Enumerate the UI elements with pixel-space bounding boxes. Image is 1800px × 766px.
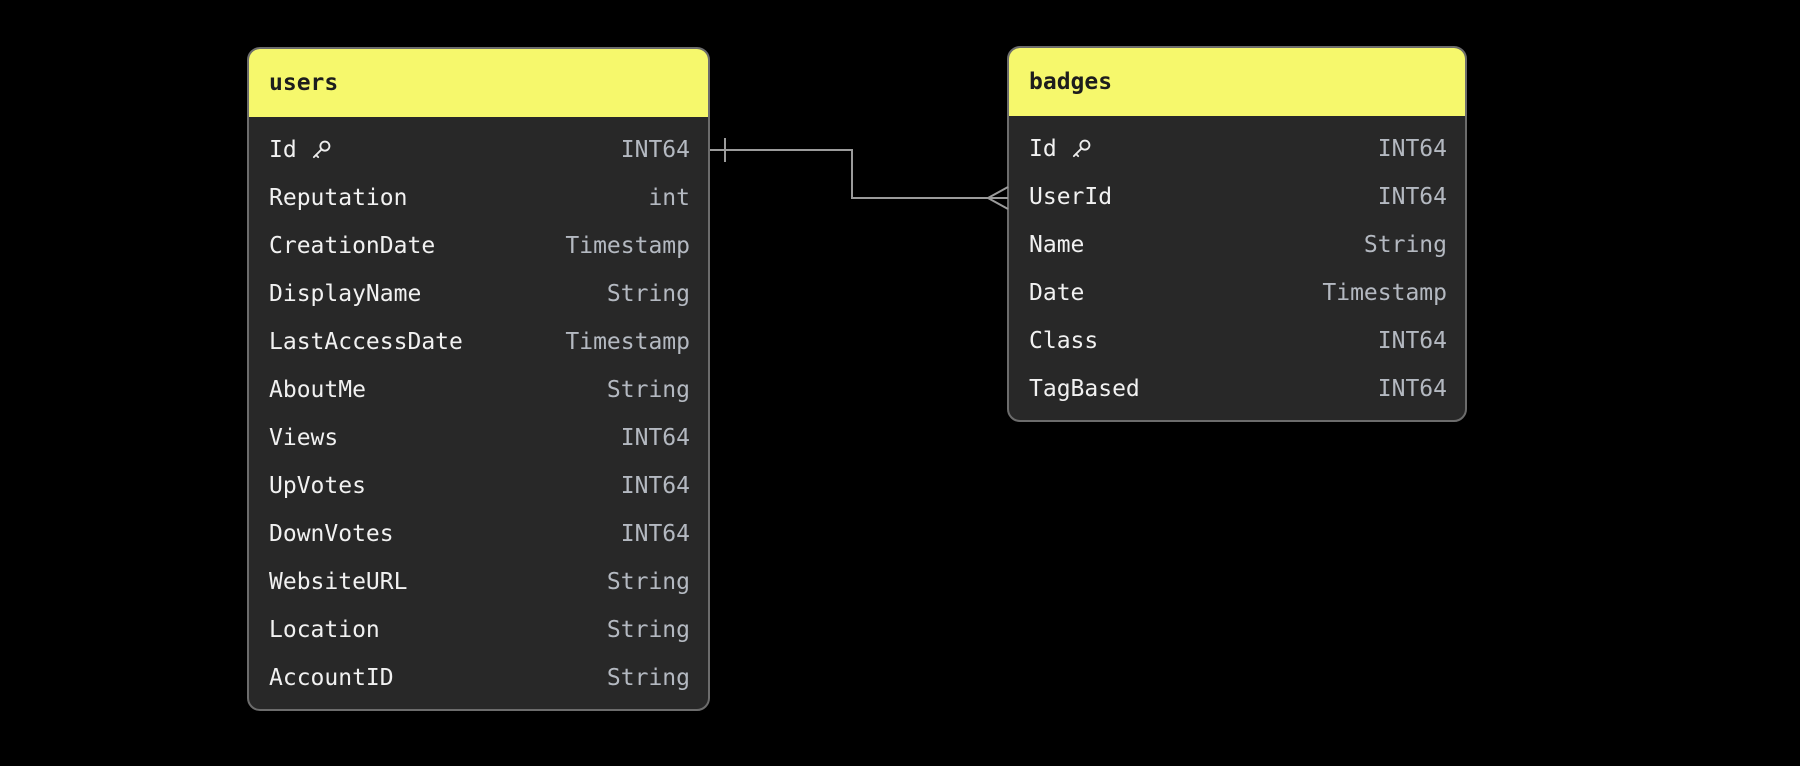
field-row[interactable]: DownVotes INT64 xyxy=(249,510,708,558)
field-row[interactable]: Reputation int xyxy=(249,174,708,222)
field-row[interactable]: TagBased INT64 xyxy=(1009,365,1465,413)
field-name: Name xyxy=(1029,232,1085,258)
field-name: CreationDate xyxy=(269,233,436,259)
field-type: int xyxy=(648,185,690,211)
field-name-wrap: CreationDate xyxy=(269,233,435,259)
field-name-wrap: LastAccessDate xyxy=(269,329,463,355)
field-name-wrap: Class xyxy=(1029,328,1098,354)
field-name: UserId xyxy=(1029,184,1113,210)
field-name-wrap: Reputation xyxy=(269,185,407,211)
field-type: INT64 xyxy=(620,521,690,547)
table-fields: Id INT64 Reputation int CreationDate Tim… xyxy=(249,117,708,709)
field-name: DisplayName xyxy=(269,281,422,307)
field-row[interactable]: CreationDate Timestamp xyxy=(249,222,708,270)
field-name: Location xyxy=(269,617,380,643)
field-name-wrap: Views xyxy=(269,425,338,451)
field-name: Class xyxy=(1029,328,1099,354)
table-title: badges xyxy=(1029,69,1113,95)
field-name: AccountID xyxy=(269,665,394,691)
table-fields: Id INT64 UserId INT64 Name String Date T… xyxy=(1009,116,1465,420)
field-row[interactable]: DisplayName String xyxy=(249,270,708,318)
field-name: WebsiteURL xyxy=(269,569,408,595)
field-name-wrap: Id xyxy=(269,137,334,163)
field-name: Views xyxy=(269,425,339,451)
field-row[interactable]: Class INT64 xyxy=(1009,317,1465,365)
field-type: INT64 xyxy=(1377,136,1447,162)
field-type: String xyxy=(606,665,690,691)
field-type: String xyxy=(606,281,690,307)
field-row[interactable]: UserId INT64 xyxy=(1009,173,1465,221)
field-type: INT64 xyxy=(620,473,690,499)
field-name: DownVotes xyxy=(269,521,394,547)
field-row[interactable]: Id INT64 xyxy=(1009,125,1465,173)
field-name-wrap: Id xyxy=(1029,136,1094,162)
primary-key-icon xyxy=(1072,139,1091,158)
field-type: INT64 xyxy=(620,425,690,451)
field-row[interactable]: Name String xyxy=(1009,221,1465,269)
field-name-wrap: AboutMe xyxy=(269,377,366,403)
field-row[interactable]: Id INT64 xyxy=(249,126,708,174)
field-row[interactable]: Location String xyxy=(249,606,708,654)
field-type: INT64 xyxy=(620,137,690,163)
field-type: String xyxy=(606,569,690,595)
field-row[interactable]: AccountID String xyxy=(249,654,708,702)
field-name: Date xyxy=(1029,280,1085,306)
field-type: String xyxy=(606,617,690,643)
table-users[interactable]: users Id INT64 Reputation int CreationDa… xyxy=(247,47,710,711)
table-badges[interactable]: badges Id INT64 UserId INT64 Name String… xyxy=(1007,46,1467,422)
field-name: Id xyxy=(1029,136,1057,162)
relationship-line[interactable] xyxy=(708,126,1012,222)
field-name: Reputation xyxy=(269,185,408,211)
field-row[interactable]: LastAccessDate Timestamp xyxy=(249,318,708,366)
field-name-wrap: Location xyxy=(269,617,380,643)
field-name-wrap: DownVotes xyxy=(269,521,394,547)
field-type: Timestamp xyxy=(565,329,690,355)
field-type: INT64 xyxy=(1377,184,1447,210)
primary-key-icon xyxy=(312,140,331,159)
field-name: AboutMe xyxy=(269,377,366,403)
field-row[interactable]: UpVotes INT64 xyxy=(249,462,708,510)
table-header[interactable]: badges xyxy=(1009,48,1465,116)
field-name: TagBased xyxy=(1029,376,1140,402)
field-row[interactable]: AboutMe String xyxy=(249,366,708,414)
table-title: users xyxy=(269,70,339,96)
field-type: String xyxy=(1363,232,1447,258)
field-row[interactable]: WebsiteURL String xyxy=(249,558,708,606)
cardinality-many-marker xyxy=(987,186,1009,210)
field-name: LastAccessDate xyxy=(269,329,463,355)
field-name-wrap: TagBased xyxy=(1029,376,1140,402)
field-name-wrap: DisplayName xyxy=(269,281,421,307)
field-name-wrap: UpVotes xyxy=(269,473,366,499)
field-row[interactable]: Date Timestamp xyxy=(1009,269,1465,317)
field-name-wrap: AccountID xyxy=(269,665,394,691)
table-header[interactable]: users xyxy=(249,49,708,117)
relationship-path xyxy=(710,149,1008,199)
field-name: UpVotes xyxy=(269,473,366,499)
field-type: String xyxy=(606,377,690,403)
field-type: INT64 xyxy=(1377,376,1447,402)
field-name-wrap: WebsiteURL xyxy=(269,569,407,595)
field-row[interactable]: Views INT64 xyxy=(249,414,708,462)
field-name: Id xyxy=(269,137,297,163)
field-name-wrap: Name xyxy=(1029,232,1084,258)
field-name-wrap: UserId xyxy=(1029,184,1112,210)
field-type: INT64 xyxy=(1377,328,1447,354)
field-type: Timestamp xyxy=(1322,280,1447,306)
field-name-wrap: Date xyxy=(1029,280,1084,306)
field-type: Timestamp xyxy=(565,233,690,259)
